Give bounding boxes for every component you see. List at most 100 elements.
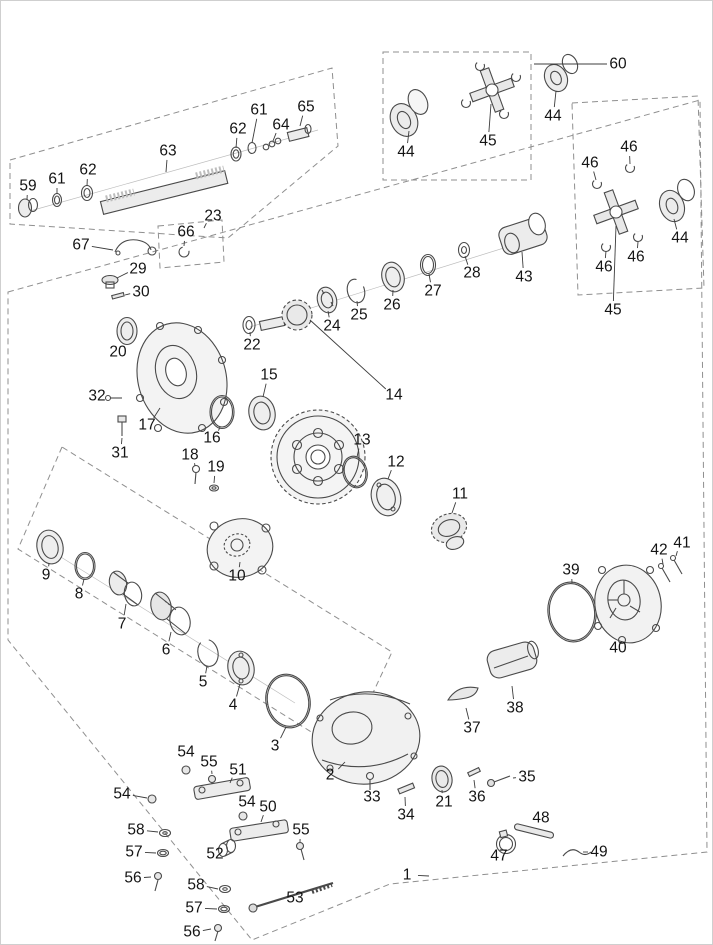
part-label-46: 46: [595, 259, 612, 276]
part-54-nut-c: [238, 811, 248, 821]
part-67-wire-clip: [114, 239, 157, 256]
part-label-58: 58: [127, 822, 144, 839]
part-label-44: 44: [544, 108, 562, 125]
part-45-spider-b: [593, 189, 639, 235]
part-3-oring-large: [265, 673, 311, 729]
part-45-spider-a: [460, 60, 522, 120]
part-label-51: 51: [229, 762, 246, 779]
part-label-33: 33: [363, 789, 380, 806]
part-18-bolt: [191, 464, 201, 485]
part-label-43: 43: [515, 269, 532, 286]
part-label-52: 52: [206, 846, 223, 863]
part-30-pin: [111, 291, 125, 300]
part-58-washer-a: [158, 828, 172, 838]
leader-line-24: [327, 310, 330, 318]
part-26-bearing-cup: [381, 261, 405, 293]
part-label-1: 1: [403, 867, 412, 884]
part-16-oring: [209, 394, 235, 430]
part-37-fork-clip: [447, 686, 479, 701]
leader-line-45: [488, 103, 492, 133]
leader-line-54: [132, 794, 148, 799]
part-label-25: 25: [350, 307, 367, 324]
leader-line-27: [428, 273, 431, 283]
leader-line-44: [407, 130, 410, 144]
part-label-28: 28: [463, 265, 480, 282]
leader-line-46: [593, 171, 597, 181]
leader-line-41: [675, 551, 678, 557]
leader-line-51: [229, 777, 233, 784]
part-label-46: 46: [620, 139, 637, 156]
part-14-ring-gear: [270, 409, 366, 505]
part-label-20: 20: [109, 344, 127, 361]
part-label-31: 31: [111, 445, 128, 462]
part-label-26: 26: [383, 297, 400, 314]
part-46-clip-a: [591, 178, 603, 190]
part-27-oring: [419, 253, 437, 277]
part-label-21: 21: [435, 794, 452, 811]
leader-line-10: [238, 561, 241, 568]
part-56-bolt-b: [213, 923, 223, 942]
part-47-clamp: [495, 829, 517, 855]
leader-line-1: [417, 874, 430, 877]
part-label-41: 41: [673, 535, 690, 552]
part-label-11: 11: [452, 486, 468, 503]
leader-line-67: [91, 245, 114, 251]
part-12-shim-plate: [370, 477, 402, 517]
part-label-12: 12: [387, 454, 404, 471]
leader-line-4: [236, 683, 241, 697]
part-46-clip-b: [624, 162, 636, 174]
part-44-flange-yoke-b: [543, 53, 579, 93]
part-34-pin: [397, 782, 416, 795]
part-label-14: 14: [385, 387, 403, 404]
boundary-propeller-shaft: [9, 67, 339, 239]
leader-line-46: [637, 241, 639, 249]
part-label-24: 24: [323, 318, 341, 335]
leader-line-44: [553, 90, 557, 108]
part-label-42: 42: [650, 542, 667, 559]
part-label-46: 46: [627, 249, 644, 266]
part-label-9: 9: [42, 567, 51, 584]
leader-line-11: [451, 502, 457, 514]
leader-line-15: [262, 383, 267, 398]
leader-line-17: [153, 407, 161, 419]
part-43-yoke: [498, 212, 548, 255]
part-label-29: 29: [129, 261, 146, 278]
leader-line-61: [251, 118, 258, 144]
part-label-6: 6: [162, 642, 171, 659]
leader-line-65: [299, 115, 304, 127]
part-label-48: 48: [532, 810, 549, 827]
part-label-7: 7: [118, 616, 127, 633]
boundary-clip-detail: [157, 219, 225, 269]
part-label-54: 54: [238, 794, 256, 811]
part-51-bracket: [193, 777, 251, 800]
leader-line-62: [235, 137, 238, 149]
part-25-snap-ring: [346, 278, 366, 304]
part-label-35: 35: [518, 769, 535, 786]
part-9-bearing: [36, 529, 64, 565]
leader-line-42: [661, 558, 664, 565]
part-label-46: 46: [581, 155, 598, 172]
part-label-45: 45: [604, 302, 621, 319]
part-29-breather-plug: [101, 274, 119, 289]
part-label-37: 37: [463, 720, 480, 737]
leader-line-45: [612, 225, 617, 302]
part-label-55: 55: [292, 822, 309, 839]
leader-line-19: [213, 475, 216, 484]
part-label-18: 18: [181, 447, 198, 464]
leader-line-64: [272, 132, 277, 142]
part-55-bolt-b: [295, 841, 305, 861]
leader-line-58: [146, 830, 159, 833]
part-22-pilot-bearing: [242, 315, 256, 335]
part-label-65: 65: [297, 99, 314, 116]
part-label-56: 56: [124, 870, 141, 887]
part-label-13: 13: [353, 432, 370, 449]
leader-line-29: [116, 272, 129, 279]
part-40-cover-housing: [593, 564, 662, 645]
part-33-bolt: [365, 771, 375, 790]
part-label-32: 32: [88, 388, 105, 405]
part-label-8: 8: [75, 586, 84, 603]
part-28-washer: [457, 241, 471, 259]
leader-line-56: [202, 928, 212, 932]
